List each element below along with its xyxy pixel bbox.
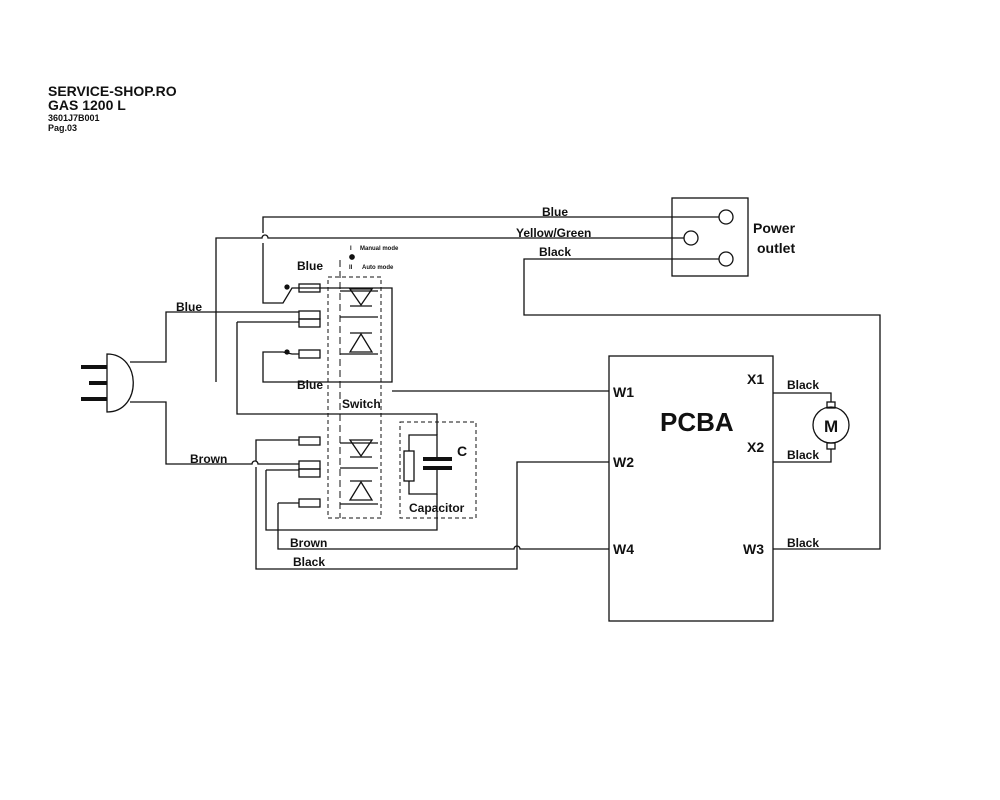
terminal-w1: W1 (613, 384, 634, 400)
label-brown-plug: Brown (190, 452, 227, 466)
wire-brown-plug (130, 401, 299, 465)
label-blue-switch-top: Blue (297, 259, 323, 273)
plug-prongs (81, 365, 107, 401)
label-black-bottom: Black (293, 555, 325, 569)
wire-black-w3 (523, 258, 881, 550)
wire-capacitor-return (265, 469, 438, 531)
power-outlet-box (671, 197, 749, 277)
terminal-x2: X2 (747, 439, 764, 455)
outlet-pin-black (718, 251, 734, 267)
capacitor-enclosure (399, 421, 477, 519)
part-code: 3601J7B001 (48, 113, 100, 123)
mode-ii-label: II (349, 265, 353, 271)
switch-terminals (298, 283, 321, 508)
label-yellow-green: Yellow/Green (516, 226, 591, 240)
wire-brown-w4 (277, 502, 609, 550)
label-blue-plug: Blue (176, 300, 202, 314)
model-name: GAS 1200 L (48, 97, 126, 113)
motor-label: M (824, 417, 838, 436)
wire-capacitor-loop (236, 321, 438, 435)
manual-mode-label: Manual mode (360, 246, 399, 252)
plug-body (106, 353, 134, 413)
site-name: SERVICE-SHOP.RO (48, 83, 177, 99)
terminal-x1: X1 (747, 371, 764, 387)
label-black-w3: Black (787, 536, 819, 550)
label-top-blue: Blue (542, 205, 568, 219)
switch-label: Switch (342, 397, 381, 411)
label-blue-w1: Blue (297, 378, 323, 392)
wire-top-blue (262, 216, 719, 233)
outlet-pin-earth (683, 230, 699, 246)
auto-mode-label: Auto mode (362, 265, 394, 271)
terminal-w3: W3 (743, 541, 764, 557)
wire-blue-switch (262, 243, 393, 383)
header: SERVICE-SHOP.RO GAS 1200 L 3601J7B001 Pa… (48, 84, 177, 133)
outlet-pin-blue (718, 209, 734, 225)
page-number: Pag.03 (48, 123, 78, 133)
label-black-outlet: Black (539, 245, 571, 259)
label-brown-w4: Brown (290, 536, 327, 550)
motor-brush-bottom (826, 442, 836, 450)
terminal-w2: W2 (613, 454, 634, 470)
label-black-x2: Black (787, 448, 819, 462)
wires (130, 216, 881, 570)
wire-blue-plug (130, 311, 299, 363)
wire-black-x1 (773, 392, 832, 402)
wire-black-x2 (773, 449, 832, 463)
pcba-title: PCBA (660, 407, 734, 437)
power-outlet-label-1: Power (753, 220, 796, 236)
pcba-box (608, 355, 774, 622)
wire-black-bottom (255, 439, 609, 570)
terminal-w4: W4 (613, 541, 634, 557)
capacitor-resistor (403, 450, 415, 482)
mode-i-label: I (350, 246, 352, 252)
labels: Blue Yellow/Green Black Blue Blue Blue B… (176, 205, 838, 569)
label-black-x1: Black (787, 378, 819, 392)
capacitor-wiring (408, 434, 438, 495)
wire-yellow-green (215, 234, 684, 382)
switch-contacts (340, 288, 378, 505)
power-outlet-label-2: outlet (757, 240, 795, 256)
capacitor-symbol-label: C (457, 443, 467, 459)
mode-dot (349, 254, 355, 260)
capacitor-label: Capacitor (409, 501, 465, 515)
